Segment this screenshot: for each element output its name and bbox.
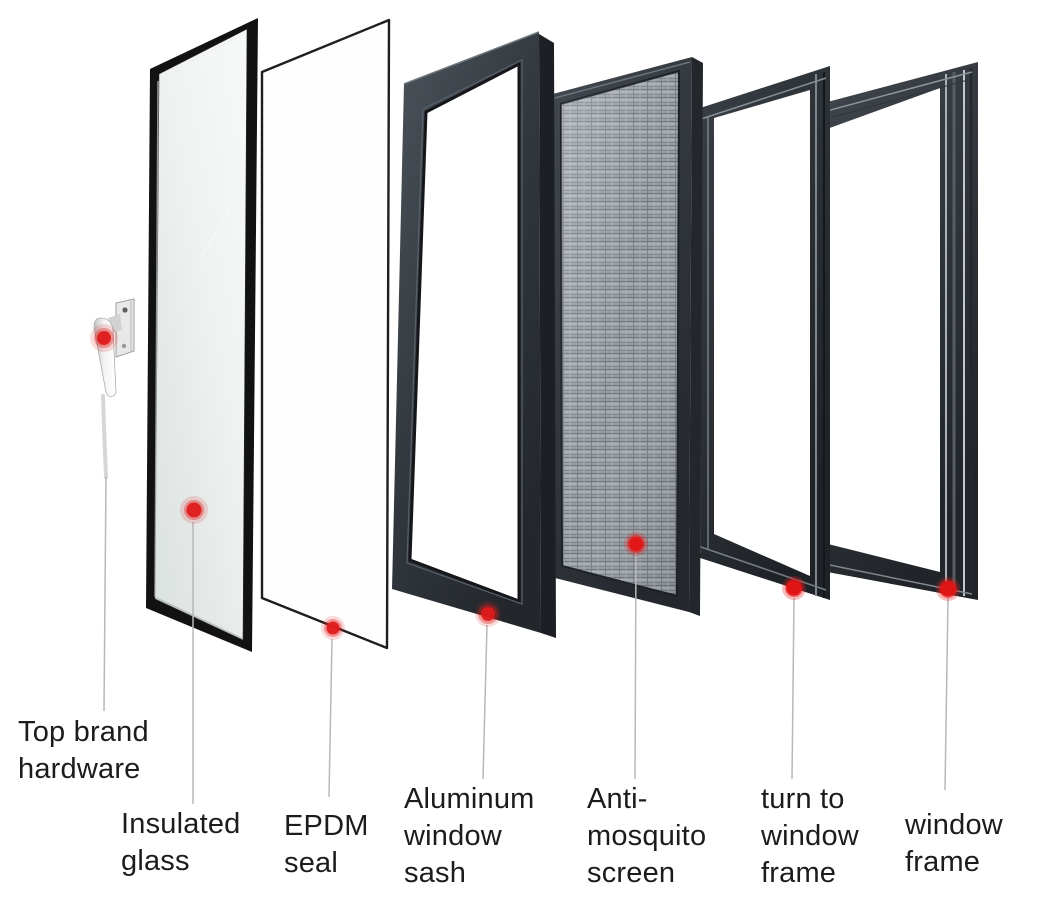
seal-sheet [260, 18, 391, 650]
leader-line-window-frame [944, 597, 949, 791]
leader-lines [103, 476, 949, 804]
anti-mosquito-screen-illustration [549, 57, 703, 616]
leader-line-epdm-seal [328, 638, 333, 798]
marker-dot-aluminum-window-sash [475, 601, 501, 627]
leader-line-anti-mosquito-screen [634, 551, 637, 780]
leader-line-aluminum-window-sash [482, 624, 488, 780]
epdm-seal-illustration [260, 18, 391, 650]
marker-dot-epdm-seal [321, 616, 345, 640]
handle-base-plate [115, 298, 135, 358]
marker-dot-top-brand-hardware [90, 324, 118, 352]
glass-bevel-highlight [160, 32, 246, 78]
marker-dot-insulated-glass [180, 496, 208, 524]
marker-dots [90, 324, 960, 640]
frame-profile-highlight [697, 77, 827, 121]
glass-bottom-shade [155, 597, 244, 640]
leader-line-top-brand-hardware [103, 476, 107, 712]
sash-inner-highlight [406, 59, 523, 605]
frame-profile-highlight [550, 61, 691, 100]
turn-frame-opening [714, 90, 810, 576]
glass-reflection [199, 199, 236, 261]
marker-dot-turn-to-window-frame [782, 576, 806, 600]
handle-screw [121, 343, 127, 349]
frame-profile-highlight [697, 545, 827, 591]
label-top-brand-hardware: Top brand hardware [18, 716, 149, 785]
turn-to-window-frame-illustration [694, 66, 830, 600]
insulated-glass-illustration [146, 18, 258, 652]
label-anti-mosquito-screen: Anti-mosquito screen [587, 783, 707, 889]
handle-screw [122, 307, 128, 313]
label-turn-to-window-frame: turn to window frame [761, 783, 859, 889]
marker-dot-anti-mosquito-screen [624, 532, 648, 556]
frame-profile-highlight [403, 31, 540, 85]
aluminum-window-sash-illustration [392, 31, 556, 638]
glass-pane [154, 28, 248, 641]
screen-depth-edge [689, 57, 703, 616]
marker-dot-window-frame [936, 577, 960, 601]
sash-depth-edge [539, 34, 556, 638]
glass-bevel-highlight [154, 80, 159, 598]
screen-mesh-sheen [561, 71, 679, 596]
sash-opening-outline [408, 61, 521, 604]
label-window-frame: window frame [905, 809, 1003, 878]
label-insulated-glass: Insulated glass [121, 808, 241, 877]
label-epdm-seal: EPDM seal [284, 810, 369, 879]
label-aluminum-window-sash: Aluminum window sash [404, 783, 535, 889]
handle-stem [101, 394, 108, 479]
leader-line-turn-to-window-frame [791, 597, 795, 780]
sash-opening [410, 64, 519, 601]
